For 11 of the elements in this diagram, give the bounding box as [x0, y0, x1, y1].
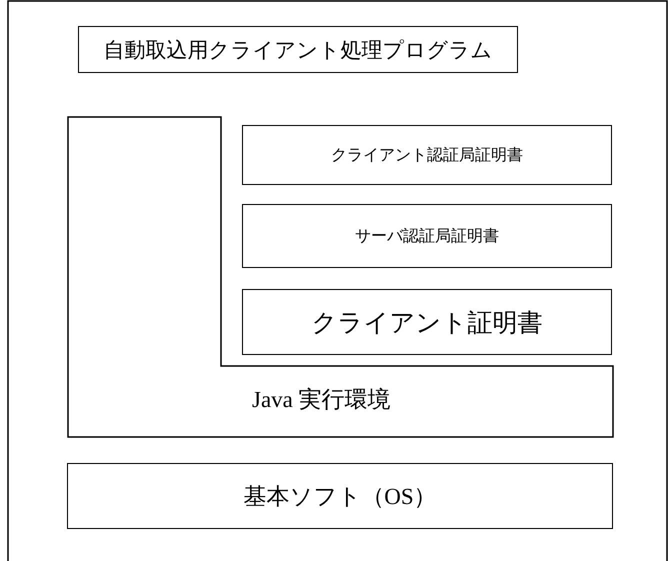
layer-label: 基本ソフト（OS）	[243, 482, 437, 510]
layer-label: クライアント証明書	[312, 308, 542, 338]
layer-label: クライアント認証局証明書	[331, 146, 523, 166]
layer-label: 自動取込用クライアント処理プログラム	[104, 36, 492, 64]
layer-label: サーバ認証局証明書	[355, 226, 499, 246]
certificate-box	[242, 204, 612, 268]
certificate-box	[242, 125, 612, 185]
os-box	[67, 463, 613, 529]
certificate-box	[242, 289, 612, 355]
program-box	[78, 26, 518, 73]
layer-label: Java 実行環境	[252, 386, 391, 414]
